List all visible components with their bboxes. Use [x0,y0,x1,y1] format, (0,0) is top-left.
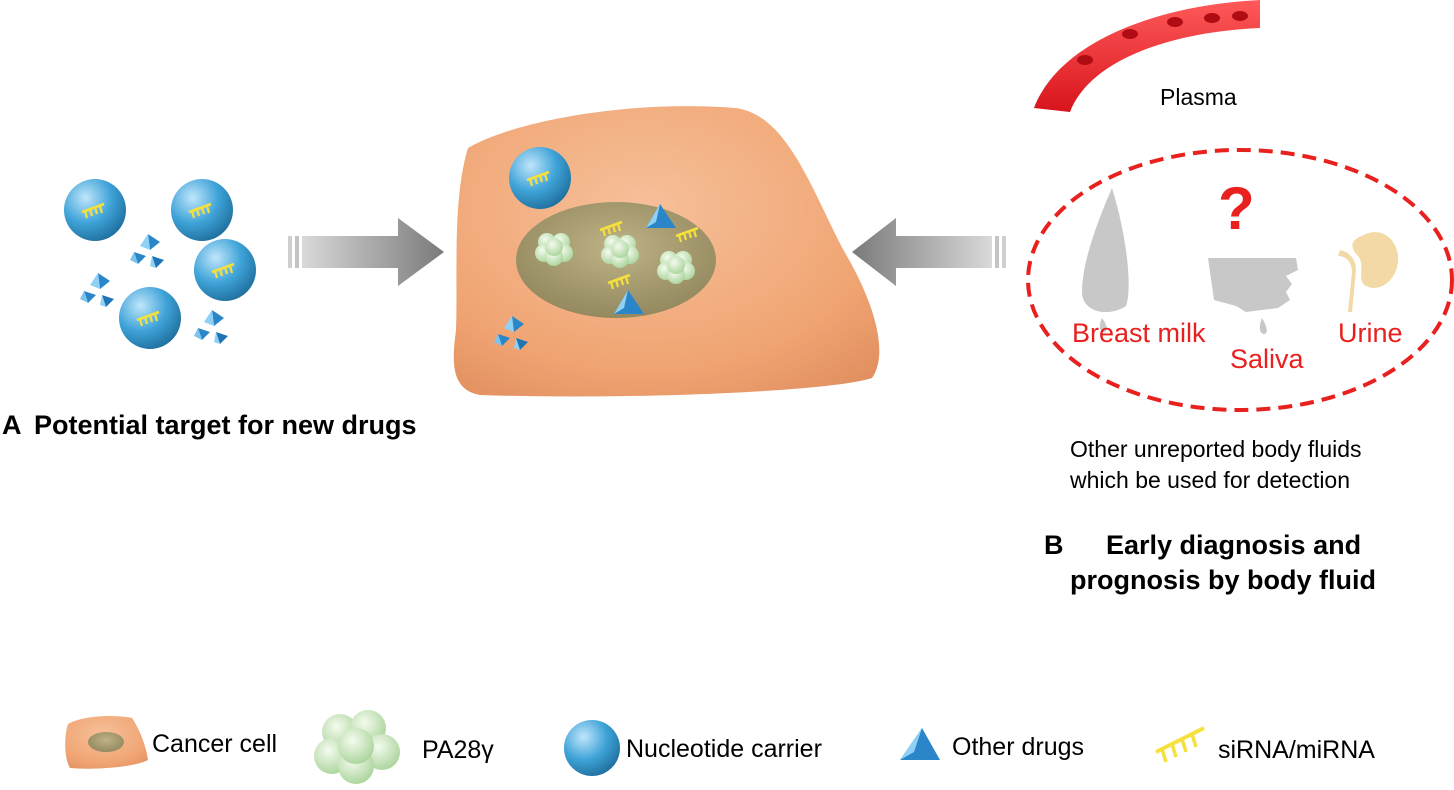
nucleotide-carrier-icon [194,239,256,301]
arrow-left-icon [852,218,1006,286]
drug-cluster-icon [194,310,228,344]
pa28-complex-icon [657,251,695,284]
saliva-label: Saliva [1230,344,1304,374]
legend-sirna-icon [1155,726,1205,763]
body-fluid-dashed-ellipse [1026,148,1454,412]
panel-b-letter: B [1044,530,1064,560]
legend-pa28-icon [314,710,400,784]
nucleotide-carrier-icon [64,179,126,241]
kidney-icon [1338,232,1399,312]
legend-carrier-label: Nucleotide carrier [626,735,822,763]
question-mark-icon: ? [1218,175,1255,242]
legend-carrier-icon [564,720,620,776]
legend-cancer-cell-icon [65,716,148,769]
legend-cancer-cell-label: Cancer cell [152,730,278,758]
free-drugs-group [64,179,256,349]
note-line-1: Other unreported body fluids [1070,436,1362,462]
legend-sirna-label: siRNA/miRNA [1218,736,1375,764]
drug-cluster-icon [130,234,164,268]
drug-cluster-icon [80,273,114,307]
cancer-cell [453,106,880,397]
panel-b-title-line-1: Early diagnosis and [1106,530,1362,560]
nucleotide-carrier-icon [509,147,571,209]
face-icon [1208,258,1298,334]
note-line-2: which be used for detection [1070,467,1351,493]
breast-icon [1082,188,1129,332]
nucleotide-carrier-icon [171,179,233,241]
legend-pa28-label: PA28γ [422,736,494,764]
legend-drugs-icon [900,728,940,760]
pa28-complex-icon [601,235,639,268]
plasma-label: Plasma [1160,84,1237,110]
panel-a-title: Potential target for new drugs [34,410,417,440]
blood-vessel-icon [1034,0,1260,112]
pa28-complex-icon [535,233,573,266]
urine-label: Urine [1338,318,1403,348]
legend-drugs-label: Other drugs [952,733,1085,761]
panel-a-letter: A [2,410,22,440]
nucleotide-carrier-icon [119,287,181,349]
arrow-right-icon [288,218,444,286]
panel-b-title-line-2: prognosis by body fluid [1070,565,1376,595]
breast-milk-label: Breast milk [1072,318,1206,348]
